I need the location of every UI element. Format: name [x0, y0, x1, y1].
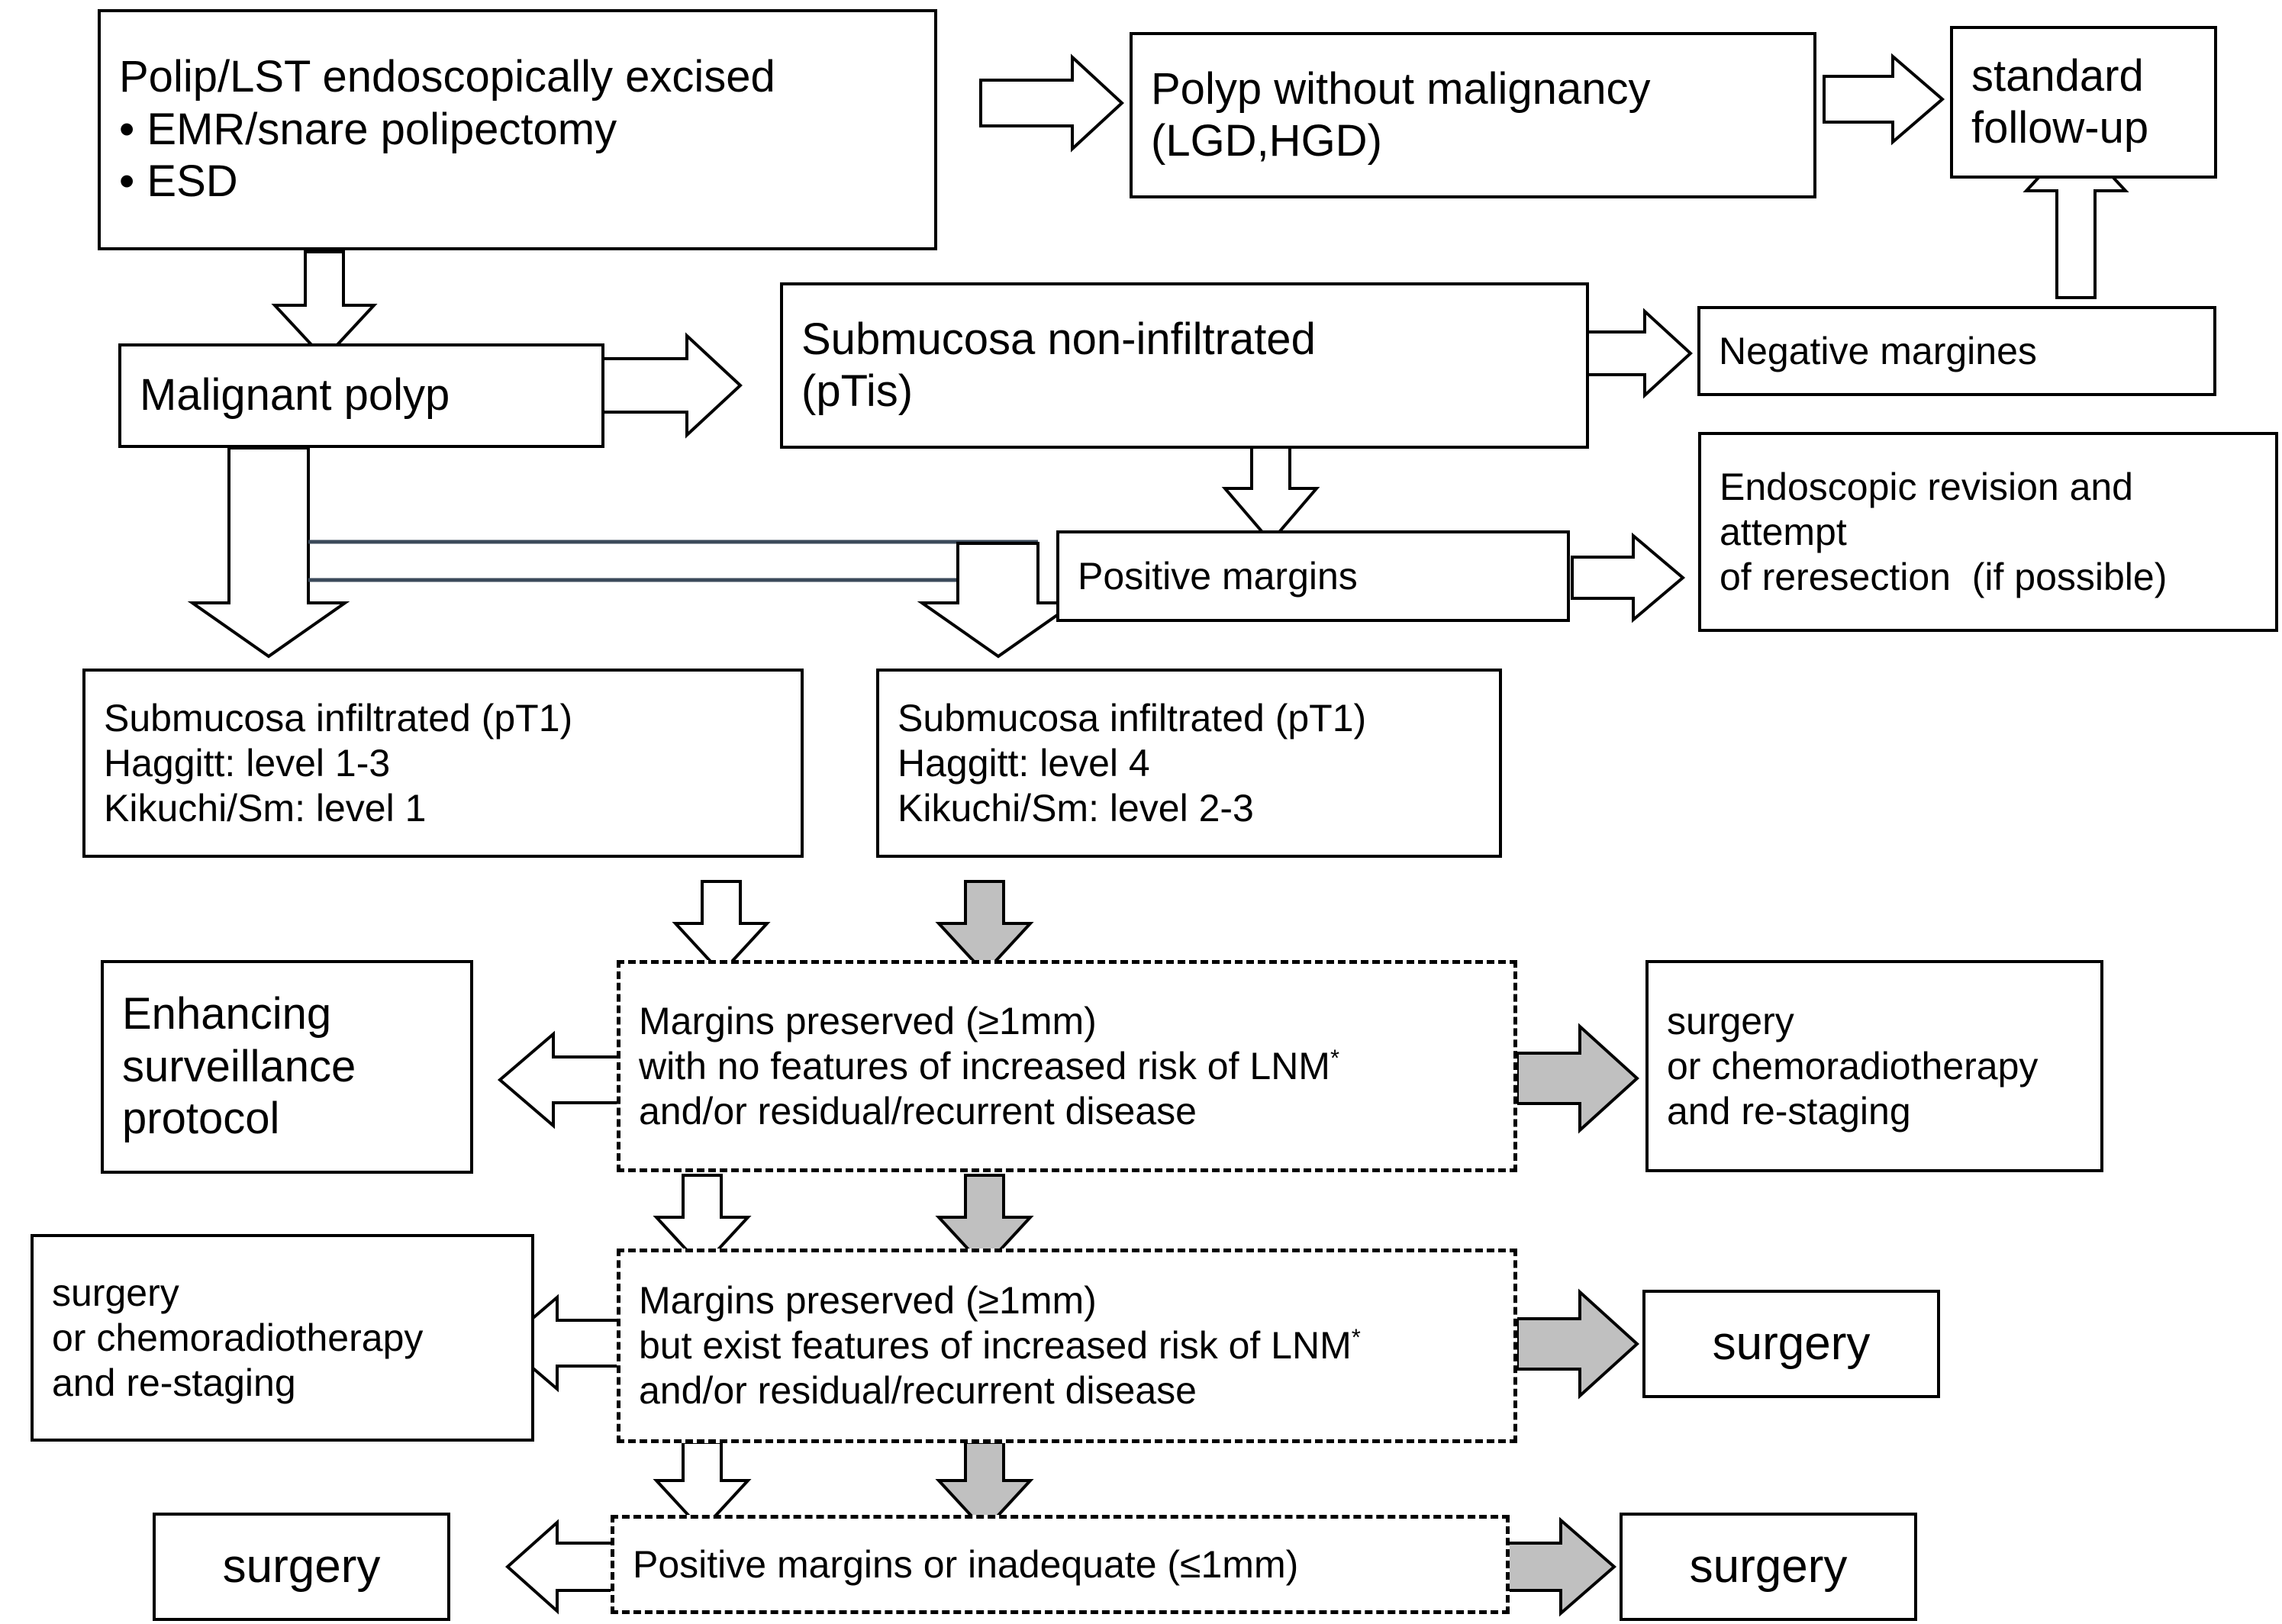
- margins-no-features-line-2-text: with no features of increased risk of LN…: [639, 1044, 1330, 1088]
- arrow-pt1-low-to-margins-no-features: [672, 880, 771, 975]
- node-submucosa-pt1-low: Submucosa infiltrated (pT1) Haggitt: lev…: [82, 669, 804, 858]
- node-standard-followup: standard follow-up: [1950, 26, 2217, 179]
- node-positive-margins: Positive margins: [1056, 530, 1570, 622]
- polyp-no-malignancy-line-1: Polyp without malignancy: [1151, 63, 1651, 114]
- negative-margins-line-1: Negative margines: [1719, 329, 2037, 372]
- surgery-right-bottom-line-1: surgery: [1689, 1540, 1848, 1593]
- submucosa-pt1-high-line-3: Kikuchi/Sm: level 2-3: [898, 786, 1254, 830]
- margins-with-features-line-1: Margins preserved (≥1mm): [639, 1279, 1097, 1322]
- enhancing-surveillance-line-2: surveillance: [122, 1041, 356, 1091]
- surgery-chemo-left-line-3: and re-staging: [52, 1361, 296, 1404]
- submucosa-pt1-low-line-3: Kikuchi/Sm: level 1: [104, 786, 427, 830]
- submucosa-pt1-high-line-2: Haggitt: level 4: [898, 741, 1150, 785]
- node-margins-with-features: Margins preserved (≥1mm) but exist featu…: [617, 1249, 1517, 1443]
- polip-excised-line-1: Polip/LST endoscopically excised: [119, 52, 775, 102]
- node-surgery-left-bottom: surgery: [153, 1513, 450, 1621]
- positive-margins-line-1: Positive margins: [1078, 554, 1358, 598]
- node-endoscopic-revision: Endoscopic revision and attempt of reres…: [1698, 432, 2278, 632]
- node-surgery-chemo-left: surgery or chemoradiotherapy and re-stag…: [31, 1234, 534, 1442]
- surgery-chemo-left-line-1: surgery: [52, 1271, 179, 1314]
- arrow-non-infiltrated-to-positive-margins: [1221, 446, 1320, 545]
- enhancing-surveillance-line-3: protocol: [122, 1094, 280, 1144]
- arrow-malignant-to-pt1-high: [917, 542, 1080, 659]
- submucosa-non-infiltrated-line-2: (pTis): [801, 366, 914, 416]
- surgery-chemo-right-line-1: surgery: [1667, 999, 1794, 1042]
- polyp-no-malignancy-line-2: (LGD,HGD): [1151, 116, 1382, 166]
- arrow-positive-margins-to-revision: [1571, 532, 1686, 624]
- polip-excised-line-3: • ESD: [119, 156, 238, 207]
- node-positive-or-inadequate: Positive margins or inadequate (≤1mm): [611, 1515, 1510, 1614]
- arrow-excised-to-malignant-polyp: [271, 250, 378, 361]
- margins-no-features-line-3: and/or residual/recurrent disease: [639, 1089, 1197, 1133]
- node-surgery-right-bottom: surgery: [1620, 1513, 1917, 1621]
- endoscopic-revision-line-3: of reresection (if possible): [1720, 555, 2168, 598]
- arrow-non-infiltrated-to-negative-margins: [1586, 308, 1693, 399]
- standard-followup-line-1: standard: [1971, 50, 2144, 101]
- node-polip-excised: Polip/LST endoscopically excised • EMR/s…: [98, 9, 937, 250]
- margins-with-features-asterisk: *: [1351, 1323, 1361, 1351]
- submucosa-pt1-low-line-1: Submucosa infiltrated (pT1): [104, 696, 573, 740]
- margins-no-features-line-2: with no features of increased risk of LN…: [639, 1044, 1503, 1089]
- margins-with-features-line-2-text: but exist features of increased risk of …: [639, 1324, 1352, 1367]
- submucosa-pt1-high-line-1: Submucosa infiltrated (pT1): [898, 696, 1367, 740]
- margins-no-features-asterisk: *: [1330, 1043, 1340, 1071]
- endoscopic-revision-line-1: Endoscopic revision and: [1720, 465, 2133, 508]
- margins-no-features-line-1: Margins preserved (≥1mm): [639, 999, 1097, 1042]
- node-submucosa-pt1-high: Submucosa infiltrated (pT1) Haggitt: lev…: [876, 669, 1502, 858]
- margins-with-features-line-3: and/or residual/recurrent disease: [639, 1369, 1197, 1412]
- polip-excised-line-2: • EMR/snare polipectomy: [119, 104, 617, 154]
- surgery-chemo-right-line-3: and re-staging: [1667, 1089, 1911, 1133]
- node-surgery-chemo-right: surgery or chemoradiotherapy and re-stag…: [1645, 960, 2103, 1172]
- node-enhancing-surveillance: Enhancing surveillance protocol: [101, 960, 473, 1174]
- endoscopic-revision-line-2: attempt: [1720, 510, 1847, 553]
- node-negative-margins: Negative margines: [1697, 306, 2216, 396]
- arrow-malignant-to-pt1-low: [187, 446, 350, 659]
- node-polyp-without-malignancy: Polyp without malignancy (LGD,HGD): [1130, 32, 1816, 198]
- arrow-with-features-to-surgery-right: [1516, 1288, 1639, 1400]
- node-malignant-polyp: Malignant polyp: [118, 343, 604, 448]
- arrow-positive-inadequate-to-surgery-left: [504, 1519, 616, 1615]
- standard-followup-line-2: follow-up: [1971, 103, 2149, 153]
- node-margins-no-features: Margins preserved (≥1mm) with no feature…: [617, 960, 1517, 1172]
- node-surgery-right-mid: surgery: [1642, 1290, 1940, 1398]
- arrow-excised-to-no-malignancy: [979, 53, 1124, 153]
- arrow-no-malignancy-to-followup: [1823, 53, 1945, 146]
- node-submucosa-non-infiltrated: Submucosa non-infiltrated (pTis): [780, 282, 1589, 449]
- positive-or-inadequate-line-1: Positive margins or inadequate (≤1mm): [633, 1542, 1299, 1586]
- malignant-polyp-line-1: Malignant polyp: [140, 370, 450, 420]
- submucosa-pt1-low-line-2: Haggitt: level 1-3: [104, 741, 391, 785]
- arrow-pt1-high-to-margins-no-features: [935, 880, 1034, 975]
- surgery-chemo-left-line-2: or chemoradiotherapy: [52, 1316, 424, 1359]
- arrow-positive-inadequate-to-surgery-right: [1506, 1516, 1617, 1617]
- arrow-malignant-to-non-infiltrated: [601, 332, 743, 439]
- arrow-margins-no-features-to-surveillance: [497, 1030, 620, 1129]
- enhancing-surveillance-line-1: Enhancing: [122, 989, 332, 1039]
- surgery-left-bottom-line-1: surgery: [222, 1540, 381, 1593]
- surgery-right-mid-line-1: surgery: [1712, 1317, 1871, 1371]
- arrow-margins-no-features-to-surgery-chemo: [1516, 1023, 1639, 1134]
- surgery-chemo-right-line-2: or chemoradiotherapy: [1667, 1044, 2039, 1088]
- submucosa-non-infiltrated-line-1: Submucosa non-infiltrated: [801, 314, 1316, 364]
- margins-with-features-line-2: but exist features of increased risk of …: [639, 1323, 1503, 1368]
